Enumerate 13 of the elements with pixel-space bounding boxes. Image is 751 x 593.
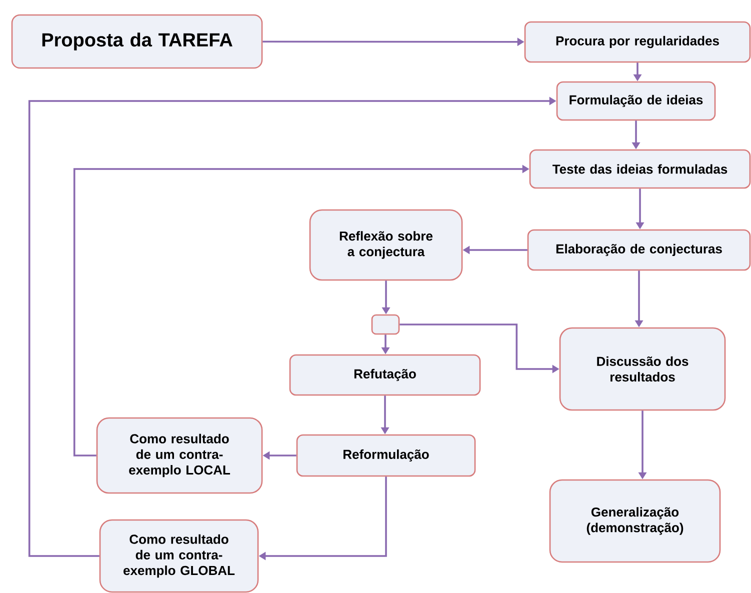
process-box: Elaboração de conjecturas [527, 229, 751, 271]
title-box: Proposta da TAREFA [11, 14, 263, 69]
process-box: Reflexão sobre a conjectura [309, 209, 463, 281]
process-box: Refutação [289, 354, 481, 396]
process-box: Como resultado de um contra-exemplo LOCAL [96, 417, 263, 494]
process-box: Teste das ideias formuladas [529, 149, 751, 189]
process-box: Reformulação [296, 434, 476, 477]
process-box: Como resultado de um contra-exemplo GLOBAL [99, 519, 259, 593]
process-box: Generalização (demonstração) [549, 479, 721, 563]
process-box: Procura por regularidades [524, 21, 751, 63]
empty-box [371, 314, 400, 335]
process-box: Discussão dos resultados [559, 327, 726, 411]
process-box: Formulação de ideias [556, 81, 716, 121]
